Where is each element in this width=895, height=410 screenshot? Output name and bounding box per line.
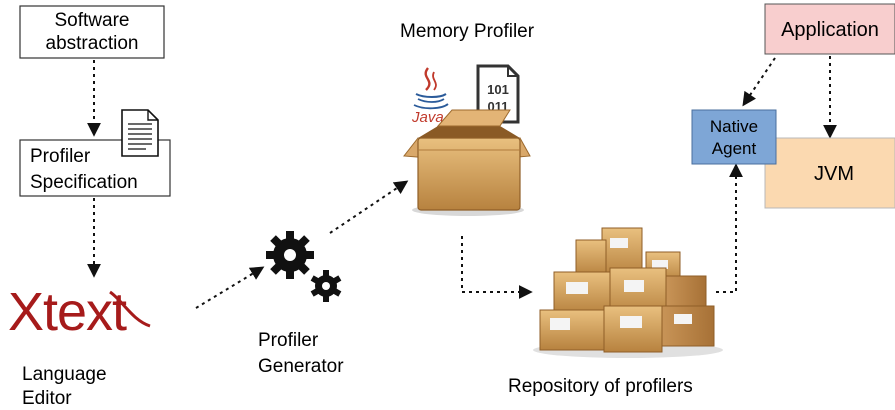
native-agent-line2: Agent xyxy=(712,139,757,158)
binary-line1: 101 xyxy=(487,82,509,97)
language-editor-line1: Language xyxy=(22,364,107,385)
java-logo-icon: Java xyxy=(411,67,449,126)
open-box-icon xyxy=(403,109,531,216)
native-agent-box: Native Agent xyxy=(691,109,777,165)
software-abstraction-line2: abstraction xyxy=(46,33,139,54)
software-abstraction-box: Software abstraction xyxy=(19,5,165,59)
arrow-application-to-native-agent xyxy=(742,57,776,107)
java-text: Java xyxy=(411,109,444,126)
repository-of-profilers-label: Repository of profilers xyxy=(508,376,693,397)
jvm-box: JVM xyxy=(764,137,895,209)
document-icon xyxy=(121,109,159,157)
profiler-specification-line2: Specification xyxy=(30,172,138,193)
box-pile-icon xyxy=(533,227,723,358)
gears-icon xyxy=(266,231,342,302)
arrow-generator-to-memory-profiler xyxy=(329,180,409,234)
native-agent-line1: Native xyxy=(710,117,758,136)
profiler-generator-line1: Profiler xyxy=(258,330,319,351)
language-editor-line2: Editor xyxy=(22,388,72,409)
jvm-label: JVM xyxy=(814,163,854,185)
profiler-generator-line2: Generator xyxy=(258,356,344,377)
software-abstraction-line1: Software xyxy=(55,10,130,31)
profiler-specification-box: Profiler Specification xyxy=(19,139,171,197)
profiler-specification-line1: Profiler xyxy=(30,146,91,167)
arrow-xtext-to-generator xyxy=(195,266,265,309)
arrow-repository-to-native-agent xyxy=(716,163,743,293)
application-label: Application xyxy=(781,19,879,41)
arrow-memory-profiler-to-repository xyxy=(461,236,533,299)
memory-profiler-label: Memory Profiler xyxy=(400,21,535,42)
application-box: Application xyxy=(764,3,895,55)
xtext-logo-text: Xtext xyxy=(8,282,127,342)
xtext-logo: Xtext xyxy=(8,282,151,342)
